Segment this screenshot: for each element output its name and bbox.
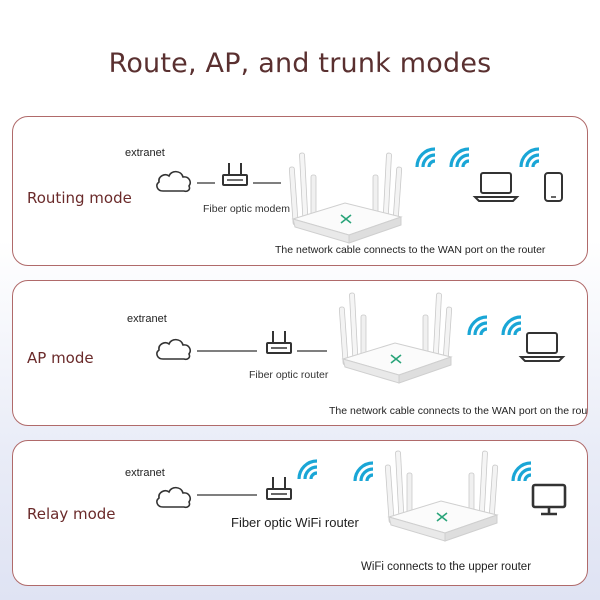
cloud-icon — [156, 170, 191, 193]
cloud-icon — [156, 338, 191, 361]
extranet-label: extranet — [127, 313, 167, 325]
ap-mode-panel: AP mode extranet Fiber optic router The … — [12, 280, 588, 426]
laptop-icon — [474, 172, 518, 202]
wifi-icon — [297, 459, 319, 481]
router-icon — [384, 450, 499, 542]
wifi-icon — [415, 147, 437, 169]
mode-label: AP mode — [27, 349, 94, 367]
wifi-icon — [467, 315, 489, 337]
router-icon — [288, 152, 403, 244]
extranet-label: extranet — [125, 147, 165, 159]
wifi-icon — [449, 147, 471, 169]
wifi-icon — [519, 147, 541, 169]
phone-icon — [544, 172, 563, 202]
device-label: Fiber optic WiFi router — [231, 515, 359, 530]
router-small-icon — [266, 330, 292, 354]
caption: The network cable connects to the WAN po… — [275, 244, 546, 256]
wifi-icon — [353, 461, 375, 483]
caption: WiFi connects to the upper router — [361, 561, 532, 573]
monitor-icon — [531, 483, 567, 516]
mode-label: Relay mode — [27, 505, 116, 523]
modem-icon — [222, 162, 248, 186]
device-label: Fiber optic modem — [203, 203, 290, 215]
wifi-icon — [501, 315, 523, 337]
cloud-icon — [156, 486, 191, 509]
page-title: Route, AP, and trunk modes — [108, 48, 492, 79]
caption: The network cable connects to the WAN po… — [329, 405, 588, 417]
router-icon — [338, 292, 453, 384]
laptop-icon — [520, 332, 564, 362]
wifi-icon — [511, 461, 533, 483]
routing-mode-panel: Routing mode extranet Fiber optic modem … — [12, 116, 588, 266]
router-small-icon — [266, 476, 292, 500]
device-label: Fiber optic router — [249, 369, 329, 381]
relay-mode-panel: Relay mode extranet Fiber optic WiFi rou… — [12, 440, 588, 586]
extranet-label: extranet — [125, 467, 165, 479]
mode-label: Routing mode — [27, 189, 132, 207]
